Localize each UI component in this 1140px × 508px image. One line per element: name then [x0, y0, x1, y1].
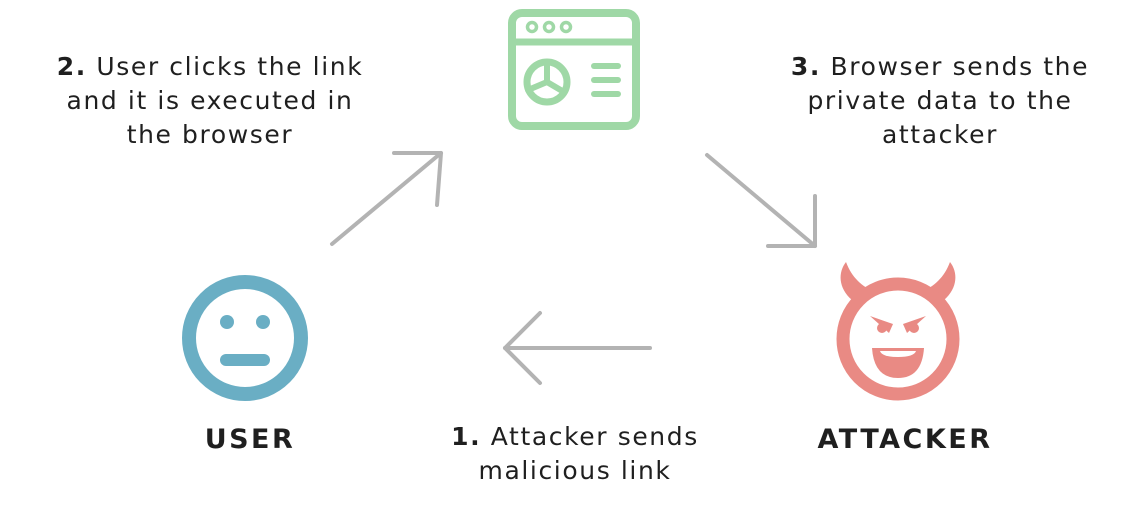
step-2-text: 2. User clicks the link and it is execut…	[20, 50, 400, 152]
step-3-line-1: Browser sends the	[830, 52, 1090, 81]
neutral-face-icon	[182, 275, 308, 401]
browser-window-icon	[508, 9, 640, 130]
step-1-number: 1.	[451, 422, 482, 451]
step-3-line-3: attacker	[881, 120, 999, 149]
step-2-number: 2.	[56, 52, 87, 81]
devil-face-icon	[836, 262, 960, 401]
step-1-text: 1. Attacker sends malicious link	[420, 420, 730, 488]
step-3-number: 3.	[790, 52, 821, 81]
user-label: USER	[204, 424, 296, 455]
arrow-browser-to-attacker	[705, 153, 817, 248]
attacker-label: ATTACKER	[817, 424, 993, 455]
step-1-line-1: Attacker sends	[490, 422, 699, 451]
step-3-text: 3. Browser sends the private data to the…	[750, 50, 1130, 152]
step-2-line-3: the browser	[126, 120, 294, 149]
step-2-line-1: User clicks the link	[96, 52, 364, 81]
step-2-line-2: and it is executed in	[66, 86, 354, 115]
step-3-line-2: private data to the	[807, 86, 1073, 115]
step-1-line-2: malicious link	[478, 456, 672, 485]
arrow-user-to-browser	[330, 151, 443, 246]
arrow-attacker-to-user	[503, 311, 652, 385]
